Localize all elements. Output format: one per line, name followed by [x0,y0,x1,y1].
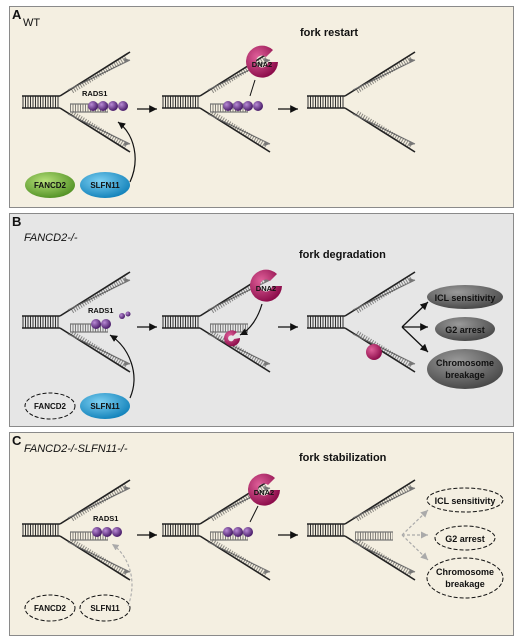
rad51-filament-c1 [92,527,122,537]
rad51-label-c1: RADS1 [93,514,118,523]
panel-c-genotype: FANCD2-/-SLFN11-/- [24,443,128,455]
panel-a-genotype: WT [23,17,41,29]
rad51-label-b1: RADS1 [88,306,113,315]
fancd2-label-b: FANCD2 [34,402,67,411]
panel-a-title: fork restart [300,27,359,39]
fancd2-ellipse-b [24,392,76,420]
outcome-chromosome-b [427,349,503,389]
outcome-icl-label-b: ICL sensitivity [435,293,496,303]
outcome-icl-b [427,285,503,309]
panel-b-fork-1 [22,272,130,372]
panel-b-title: fork degradation [299,249,386,261]
outcome-g2-label-b: G2 arrest [445,325,485,335]
fancd2-ellipse-c [24,594,76,622]
panel-b-genotype: FANCD2-/- [24,232,78,244]
slfn11-ellipse-c [79,594,131,622]
outcome-g2-c [434,525,496,551]
panel-a-fork-3 [307,52,415,152]
outcome-breakage-label-c: breakage [445,579,485,589]
dna2-label-c: DNA2 [254,488,274,497]
rad51-label-a1: RADS1 [82,89,107,98]
dna2-label-b: DNA2 [256,284,276,293]
panel-a-label: A [12,7,22,22]
dna2-tether-a [249,79,256,97]
outcome-chromosome-label-c: Chromosome [436,567,494,577]
dna2-arrow-b [239,303,263,336]
dna2-label-a: DNA2 [252,60,272,69]
slfn11-arrow-c [111,543,133,607]
rad51-filament-a2 [223,101,263,111]
dna2-tether-c [249,505,259,523]
slfn11-label-a: SLFN11 [90,181,120,190]
slfn11-ellipse-a [80,172,130,198]
rad51-filament-c2 [223,527,253,537]
outcome-chromosome-c [426,557,504,599]
slfn11-ellipse-b [80,393,130,419]
slfn11-arrow-a [117,121,136,183]
panel-b-label: B [12,214,22,229]
fancd2-ellipse-a [25,172,75,198]
rad51-filament-a1 [88,101,128,111]
panel-b-fork-3 [307,272,415,372]
outcome-icl-label-c: ICL sensitivity [435,496,496,506]
outcome-icl-c [426,487,504,513]
panel-c-label: C [12,433,22,448]
slfn11-label-c: SLFN11 [90,604,120,613]
slfn11-arrow-b [109,334,135,399]
dna2-pacman-b1 [250,269,282,302]
outcome-g2-b [435,317,495,341]
slfn11-label-b: SLFN11 [90,402,120,411]
fancd2-label-c: FANCD2 [34,604,67,613]
rad51-filament-b1 [91,311,131,329]
outcome-breakage-label-b: breakage [445,370,485,380]
dna2-pacman-b2 [224,330,241,347]
dna2-degrading-b [366,344,382,360]
fancd2-label-a: FANCD2 [34,181,67,190]
outcome-g2-label-c: G2 arrest [445,534,485,544]
panel-c-fork-3 [307,480,415,580]
outcome-arrows-b [401,301,429,353]
outcome-arrows-c [401,509,429,561]
panel-c-title: fork stabilization [299,452,387,464]
dna2-pacman-c [248,473,280,506]
dna2-pacman-a [246,45,278,78]
outcome-chromosome-label-b: Chromosome [436,358,494,368]
